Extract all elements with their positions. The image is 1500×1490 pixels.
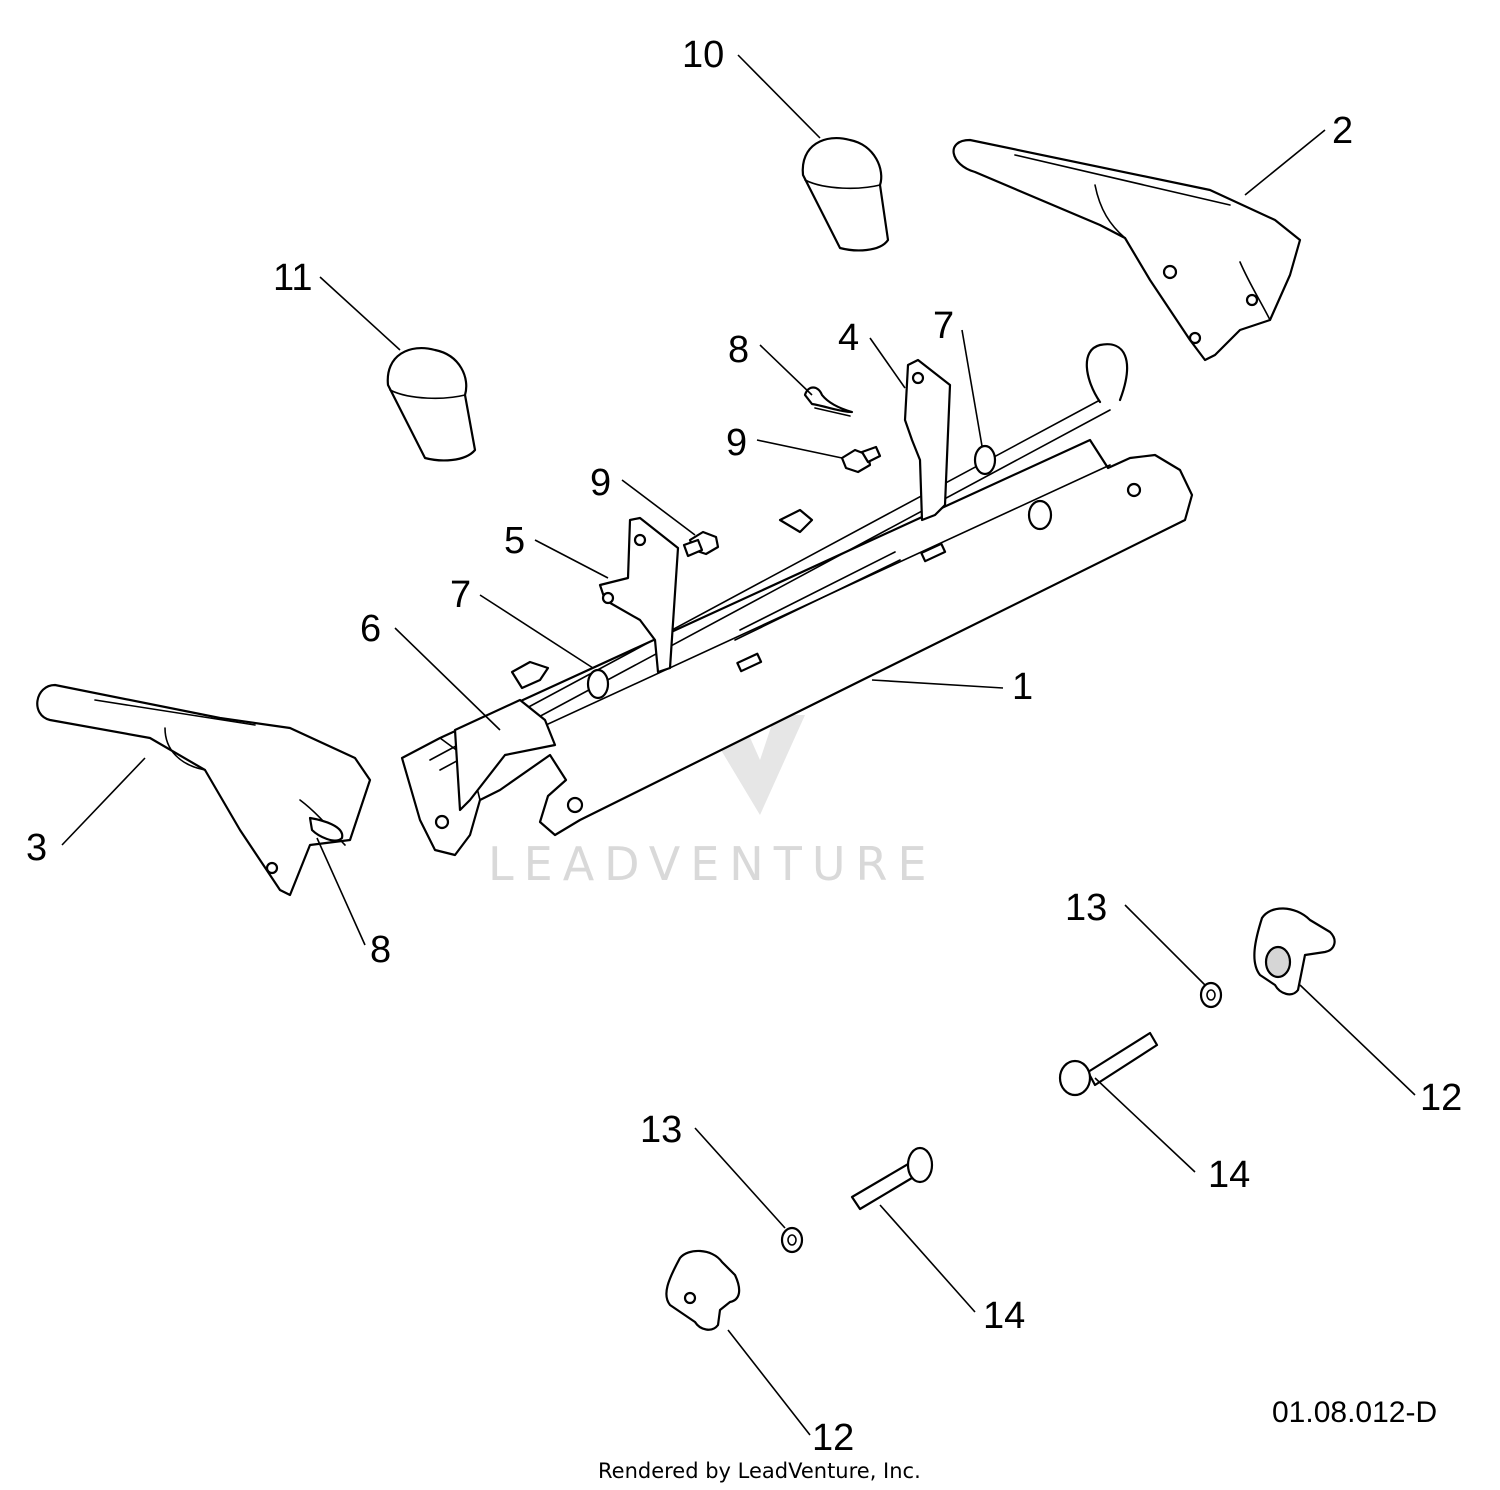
watermark: LEADVENTURE [488,640,937,891]
part-14-bolts [850,1031,1159,1211]
part-11-callout: 11 [273,257,401,351]
callout-14a: 14 [1208,1154,1250,1196]
part-3-left-lever [36,683,372,897]
callout-6: 6 [360,608,381,650]
part-1-frame [400,343,1194,857]
part-9-callouts: 9 9 [590,422,843,536]
callout-4: 4 [838,317,859,359]
callout-5: 5 [504,520,525,562]
credit-line: Rendered by LeadVenture, Inc. [598,1459,921,1483]
part-3-callout: 3 [26,757,146,869]
callout-7b: 7 [933,305,954,347]
part-2-right-lever [952,138,1302,362]
part-9-bolts [682,445,882,558]
callout-13b: 13 [640,1109,682,1151]
part-13-callouts: 13 13 [640,887,1206,1229]
callout-12b: 12 [812,1417,854,1459]
reference-code: 01.08.012-D [1272,1396,1437,1429]
callout-8a: 8 [728,329,749,371]
part-14-callouts: 14 14 [879,1077,1250,1337]
watermark-text: LEADVENTURE [488,837,937,891]
part-2-callout: 2 [1244,110,1353,196]
part-4-bracket [903,358,952,522]
part-13-washers [780,981,1223,1254]
part-10-callout: 10 [682,34,821,139]
part-6-callout: 6 [360,608,501,731]
callout-12a: 12 [1420,1077,1462,1119]
callout-2: 2 [1332,110,1353,152]
callout-1: 1 [1012,666,1033,708]
part-7-callouts: 7 7 [450,305,983,669]
part-12-knob-upper [1253,907,1336,996]
part-11-knob [386,346,477,462]
callout-10: 10 [682,34,724,76]
part-8-callouts: 8 8 [316,329,813,971]
callout-9a: 9 [726,422,747,464]
callout-14b: 14 [983,1295,1025,1337]
callout-9b: 9 [590,462,611,504]
part-1-callout: 1 [871,666,1033,708]
callout-7a: 7 [450,574,471,616]
part-5-callout: 5 [504,520,609,579]
part-8-clip [803,386,854,417]
part-10-knob [801,136,890,252]
callout-13a: 13 [1065,887,1107,929]
part-12-callouts: 12 12 [727,984,1462,1459]
part-12-knob-lower [665,1249,741,1331]
callout-3: 3 [26,827,47,869]
callout-11: 11 [273,257,312,299]
part-5-bracket [598,516,680,674]
part-4-callout: 4 [838,317,906,389]
callout-8b: 8 [370,929,391,971]
